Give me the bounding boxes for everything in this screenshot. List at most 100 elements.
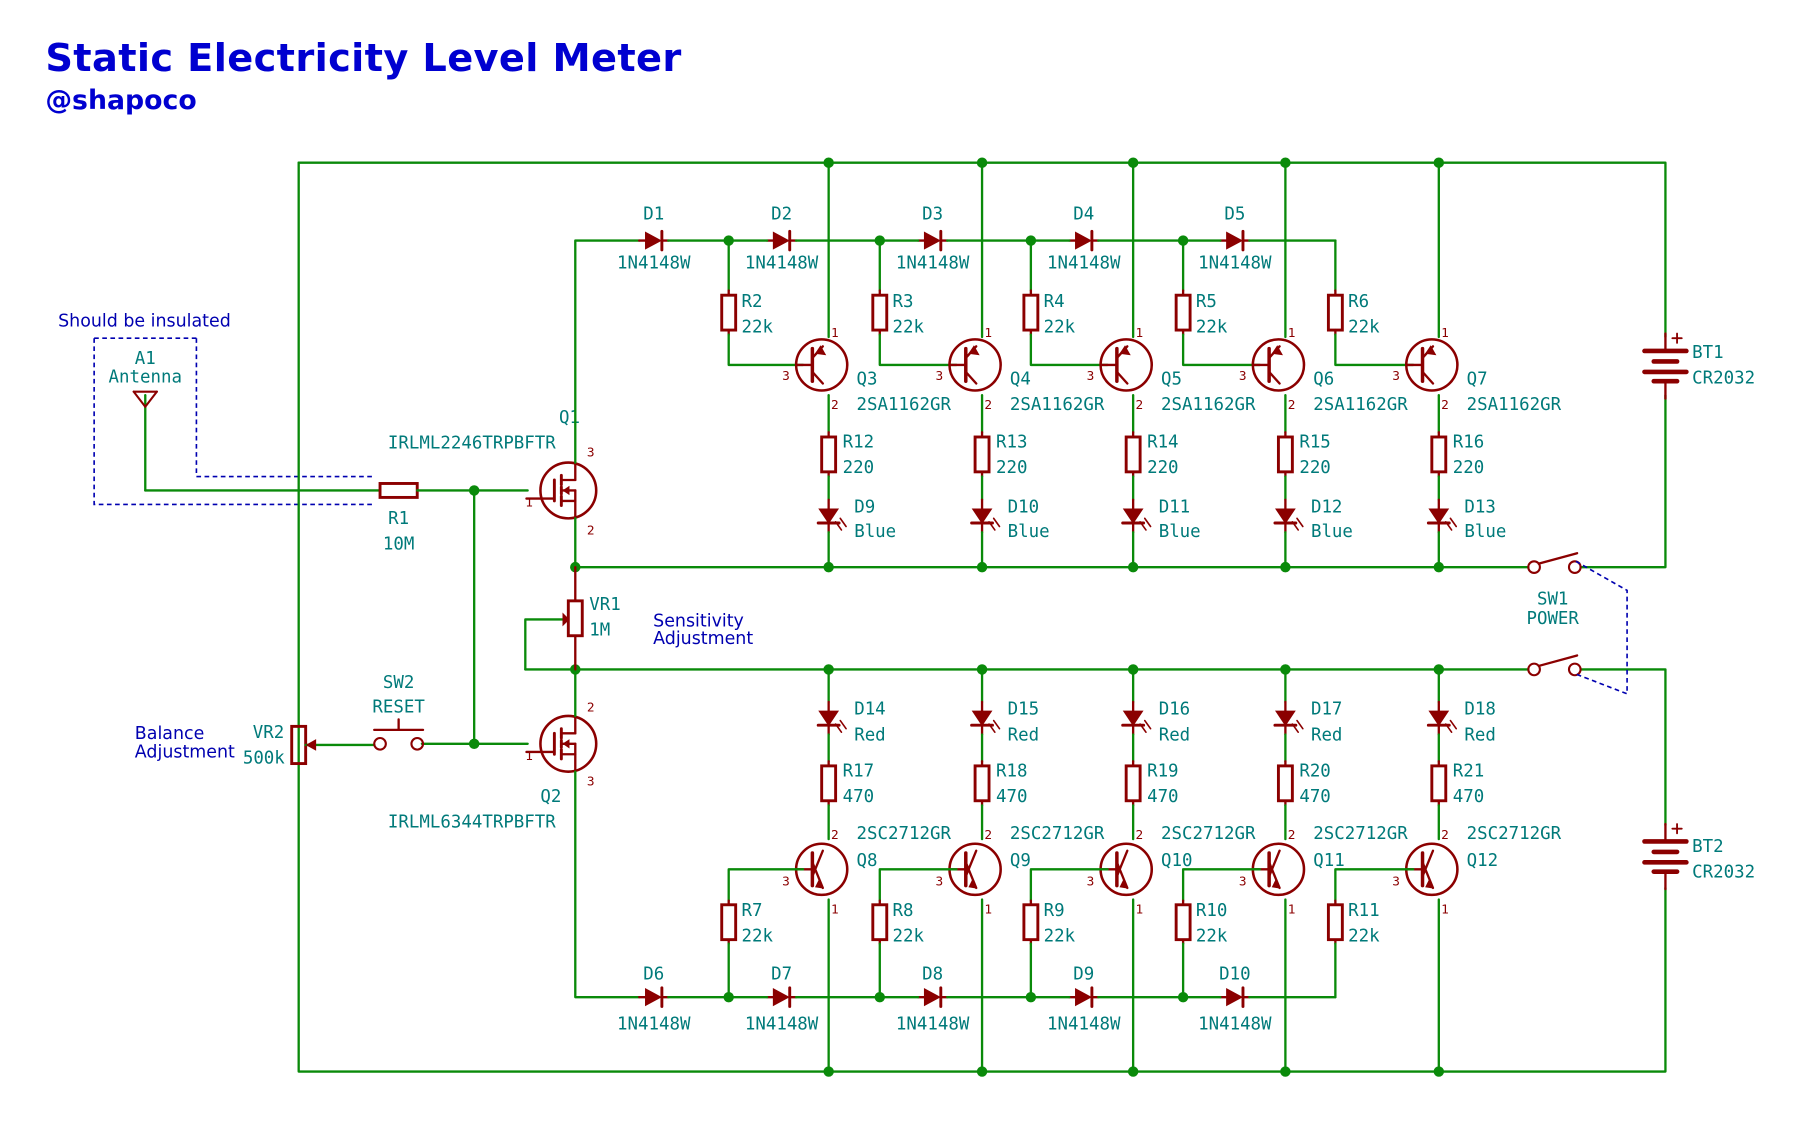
pin-3: 3 xyxy=(782,369,790,384)
emitter-arrow xyxy=(968,878,978,889)
resistor-r1 xyxy=(378,482,419,499)
transistor-value: 2SC2712GR xyxy=(1313,824,1408,844)
pin-1: 1 xyxy=(831,326,839,341)
note-balance-1: Balance xyxy=(135,724,204,744)
pin-1: 1 xyxy=(1441,902,1449,917)
vr1-value: 1M xyxy=(589,621,610,641)
q2-pin-3: 3 xyxy=(587,775,595,790)
junction-dot xyxy=(1280,561,1291,573)
base-resistor-value: 22k xyxy=(1196,926,1228,946)
switch-contact xyxy=(373,736,387,751)
base-to-base-resistor xyxy=(1334,868,1415,902)
transistor-value: 2SA1162GR xyxy=(1010,395,1105,415)
base-resistor-ref: R6 xyxy=(1348,292,1369,312)
emitter-arrow xyxy=(814,878,824,889)
q2-pin-2: 2 xyxy=(587,700,595,715)
resistor-body xyxy=(566,599,584,638)
led-triangle xyxy=(1428,710,1450,727)
author-handle: @shapoco xyxy=(45,86,197,117)
diode-triangle xyxy=(1226,988,1244,1007)
led-triangle xyxy=(971,710,993,727)
diode-value: 1N4148W xyxy=(745,1015,819,1035)
led-light-arrow xyxy=(1143,517,1152,528)
bt2-ref: BT2 xyxy=(1692,837,1723,857)
transistor-value: 2SA1162GR xyxy=(1161,395,1256,415)
led-value: Blue xyxy=(1464,522,1506,542)
pin-3: 3 xyxy=(1087,875,1095,890)
sw1-gang-link xyxy=(1575,560,1628,696)
r1-value: 10M xyxy=(383,535,414,555)
led-ref: D15 xyxy=(1008,700,1039,720)
resistor-body xyxy=(820,435,838,474)
vr1-wiper-wire xyxy=(524,618,564,671)
emitter-arrow xyxy=(968,345,980,356)
led-light-arrow xyxy=(839,719,847,730)
led-resistor-ref: R20 xyxy=(1299,761,1330,781)
switch-contact xyxy=(410,736,425,751)
led-light-arrow xyxy=(1449,719,1458,730)
resistor-body xyxy=(1276,764,1294,803)
led-resistor-ref: R18 xyxy=(996,761,1027,781)
base-resistor-ref: R9 xyxy=(1044,901,1065,921)
resistor-body xyxy=(1430,764,1448,803)
led-ref: D12 xyxy=(1311,498,1342,518)
junction-dot xyxy=(468,738,480,750)
pin-3: 3 xyxy=(1239,875,1247,890)
base-resistor-to-base xyxy=(727,333,805,367)
sw2-ref: SW2 xyxy=(383,673,414,693)
transistor-value: 2SC2712GR xyxy=(1467,824,1562,844)
junction-dot xyxy=(1433,157,1445,168)
base-resistor-ref: R3 xyxy=(893,292,914,312)
battery-bt1 xyxy=(1642,332,1689,400)
diode-ref: D3 xyxy=(922,205,943,225)
led-resistor-value: 220 xyxy=(996,458,1027,478)
resistor-body xyxy=(1022,903,1040,942)
diode-ref: D1 xyxy=(643,205,664,225)
resistor-body xyxy=(973,435,991,474)
led-light-arrow xyxy=(1291,723,1299,733)
sw2pole-to-bt2 xyxy=(1579,668,1667,827)
q2-ref: Q2 xyxy=(540,787,561,807)
note-balance-2: Adjustment xyxy=(135,743,235,763)
resistor-body xyxy=(1326,293,1344,332)
diode-triangle xyxy=(923,231,941,250)
mosfet-body xyxy=(539,461,598,520)
diode-ref: D2 xyxy=(771,205,792,225)
antenna-value: Antenna xyxy=(109,367,182,387)
led-resistor-ref: R14 xyxy=(1147,432,1178,452)
led-resistor-value: 470 xyxy=(1147,787,1178,807)
emitter-arrow xyxy=(1271,878,1281,889)
switch-contact xyxy=(1527,560,1541,575)
pin-3: 3 xyxy=(1239,369,1247,384)
led-light-arrow xyxy=(1296,517,1304,528)
diode-triangle xyxy=(1226,231,1244,250)
diode-ref: D6 xyxy=(643,965,664,985)
insulation-outline-top xyxy=(195,338,374,478)
base-resistor-value: 22k xyxy=(741,317,773,337)
pin-2: 2 xyxy=(984,398,992,413)
bt1-value: CR2032 xyxy=(1692,369,1755,389)
transistor-ref: Q12 xyxy=(1467,851,1498,871)
transistor-value: 2SA1162GR xyxy=(857,395,952,415)
diode-value: 1N4148W xyxy=(896,1015,970,1035)
diode-value: 1N4148W xyxy=(617,1015,691,1035)
led-resistor-ref: R13 xyxy=(996,432,1027,452)
pin-1: 1 xyxy=(1135,326,1143,341)
transistor-ref: Q6 xyxy=(1313,370,1334,390)
transistor-ref: Q10 xyxy=(1161,851,1192,871)
